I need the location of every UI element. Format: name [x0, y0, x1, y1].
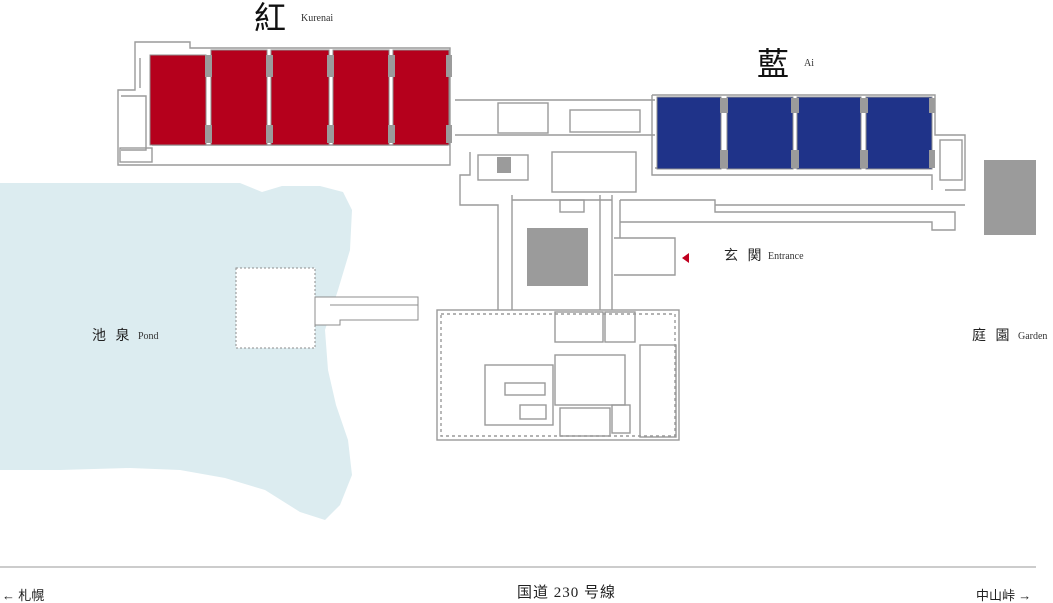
lobby-core	[527, 228, 588, 286]
pond-kanji: 池 泉	[92, 329, 133, 344]
south-building	[436, 309, 680, 441]
kurenai-room[interactable]	[392, 49, 450, 146]
pond-pavilion	[235, 267, 316, 349]
kurenai-rooms	[149, 49, 450, 146]
ai-kanji: 藍	[757, 46, 790, 82]
kurenai-roman: Kurenai	[301, 13, 334, 24]
garden-roman: Garden	[1018, 331, 1048, 342]
kurenai-room[interactable]	[149, 54, 207, 146]
entrance-kanji: 玄 関	[724, 249, 765, 264]
road-name: 国道 230 号線	[517, 585, 617, 601]
kurenai-room[interactable]	[332, 49, 390, 146]
garden-kanji: 庭 園	[972, 329, 1013, 344]
parking-block	[984, 160, 1036, 235]
road-right-destination: 中山峠 →	[976, 588, 1032, 603]
kurenai-kanji: 紅	[254, 0, 287, 36]
ai-room[interactable]	[726, 96, 794, 170]
kurenai-room[interactable]	[210, 49, 268, 146]
kurenai-room[interactable]	[270, 49, 330, 146]
road-left-destination: ← 札幌	[2, 588, 45, 603]
ai-rooms	[656, 96, 933, 170]
ai-room[interactable]	[796, 96, 862, 170]
central-lobby	[459, 151, 676, 310]
pond-roman: Pond	[138, 331, 159, 342]
ai-room[interactable]	[865, 96, 933, 170]
entrance-roman: Entrance	[768, 251, 804, 262]
pond-area	[0, 183, 352, 520]
east-corridor	[619, 199, 965, 238]
ai-roman: Ai	[804, 58, 814, 69]
pond-bridge	[314, 296, 419, 326]
ai-room[interactable]	[656, 96, 722, 170]
entrance-marker	[682, 253, 689, 263]
